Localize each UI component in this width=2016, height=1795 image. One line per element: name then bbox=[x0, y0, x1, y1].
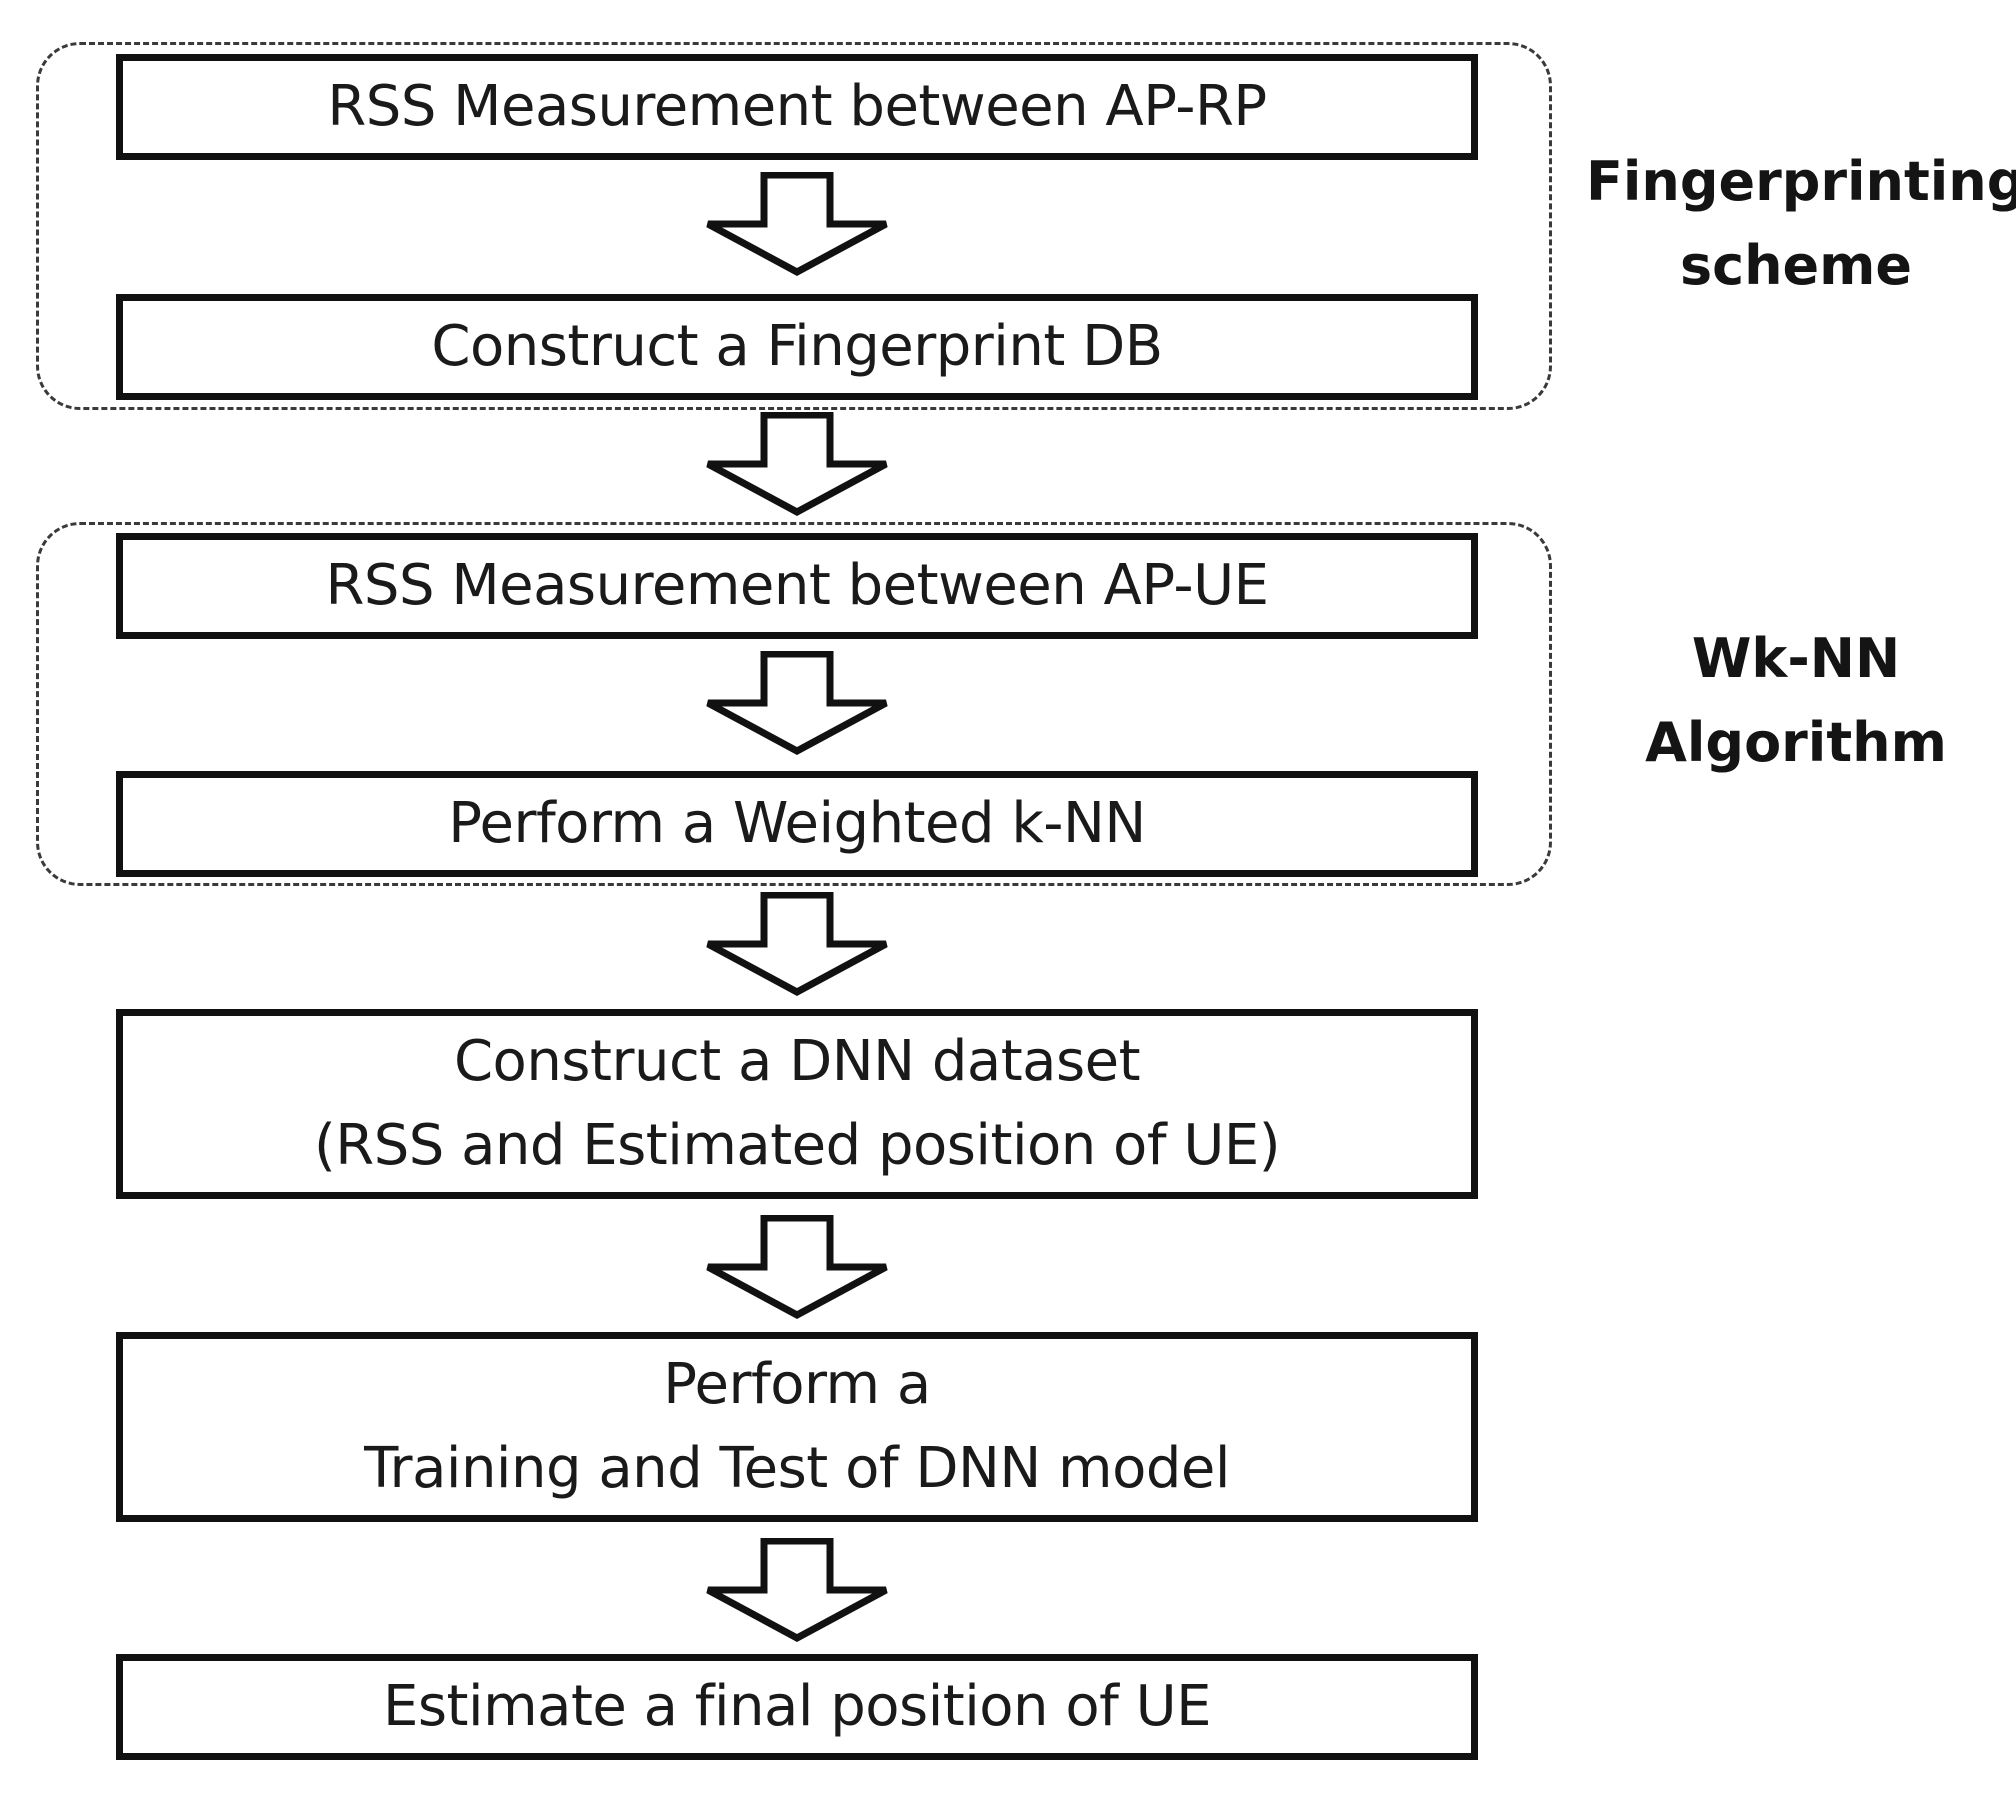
step-train-test-dnn-model: Perform a Training and Test of DNN model bbox=[116, 1332, 1478, 1522]
fingerprinting-scheme-label: Fingerprinting scheme bbox=[1586, 140, 2016, 307]
step-label: Construct a Fingerprint DB bbox=[431, 314, 1163, 379]
fingerprinting-scheme-group bbox=[36, 42, 1552, 410]
wknn-label-line2: Algorithm bbox=[1645, 710, 1947, 774]
step-label: RSS Measurement between AP-UE bbox=[325, 553, 1269, 618]
down-arrow-icon bbox=[702, 172, 892, 277]
down-arrow-icon bbox=[702, 1538, 892, 1643]
step-rss-measurement-ap-ue: RSS Measurement between AP-UE bbox=[116, 533, 1478, 639]
down-arrow-icon bbox=[702, 1215, 892, 1320]
step-label-line1: Construct a DNN dataset bbox=[453, 1029, 1141, 1094]
step-construct-dnn-dataset: Construct a DNN dataset (RSS and Estimat… bbox=[116, 1009, 1478, 1199]
step-label-line1: Perform a bbox=[663, 1352, 931, 1417]
down-arrow-icon bbox=[702, 892, 892, 997]
step-label-line2: Training and Test of DNN model bbox=[364, 1436, 1230, 1501]
down-arrow-icon bbox=[702, 412, 892, 517]
step-label-line2: (RSS and Estimated position of UE) bbox=[313, 1113, 1281, 1178]
down-arrow-icon bbox=[702, 651, 892, 756]
fingerprinting-label-line2: scheme bbox=[1679, 233, 1913, 297]
fingerprinting-label-line1: Fingerprinting bbox=[1586, 150, 2016, 213]
step-rss-measurement-ap-rp: RSS Measurement between AP-RP bbox=[116, 54, 1478, 160]
wknn-algorithm-group bbox=[36, 522, 1552, 886]
wknn-label-line1: Wk-NN bbox=[1691, 627, 1901, 690]
step-estimate-final-position: Estimate a final position of UE bbox=[116, 1654, 1478, 1760]
step-label: Perform a Weighted k-NN bbox=[448, 791, 1146, 856]
step-label: Estimate a final position of UE bbox=[383, 1674, 1211, 1739]
step-construct-fingerprint-db: Construct a Fingerprint DB bbox=[116, 294, 1478, 400]
step-label: RSS Measurement between AP-RP bbox=[327, 74, 1267, 139]
wknn-algorithm-label: Wk-NN Algorithm bbox=[1586, 617, 2006, 784]
step-perform-weighted-knn: Perform a Weighted k-NN bbox=[116, 771, 1478, 877]
